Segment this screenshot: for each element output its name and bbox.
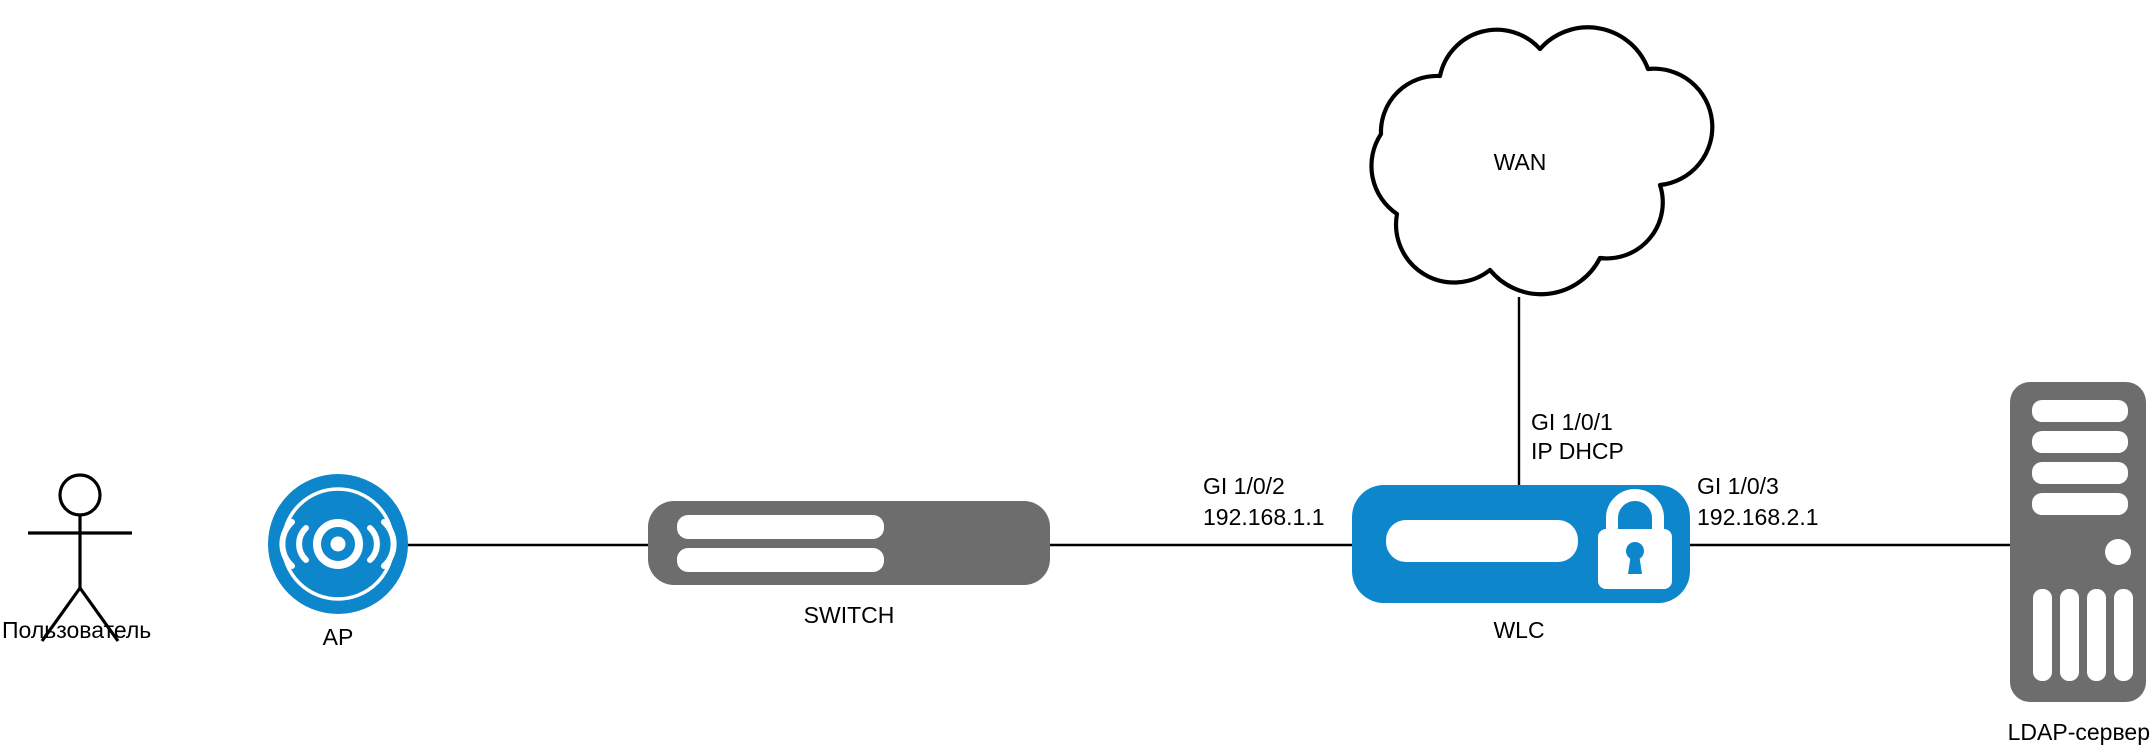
lock-icon: [1598, 489, 1672, 589]
node-switch[interactable]: SWITCH: [648, 501, 1050, 628]
node-label-wlc: WLC: [1493, 617, 1544, 643]
connection-lines: [405, 297, 2018, 547]
server-tower-icon: [2010, 382, 2146, 702]
wireless-lan-controller-icon: [1352, 485, 1690, 603]
port-label-wan-uplink: GI 1/0/1 IP DHCP: [1531, 409, 1624, 464]
switch-icon: [648, 501, 1050, 585]
port-label-ldap-side: GI 1/0/3 192.168.2.1: [1697, 473, 1819, 530]
port-labels: GI 1/0/1 IP DHCP GI 1/0/2 192.168.1.1 GI…: [1203, 409, 1819, 530]
port-label-switch-side: GI 1/0/2 192.168.1.1: [1203, 473, 1325, 530]
node-label-ldap-server: LDAP-сервер: [2008, 719, 2150, 745]
node-ldap-server[interactable]: LDAP-сервер: [2008, 382, 2150, 745]
port-label-switch-interface: GI 1/0/2: [1203, 473, 1285, 499]
node-ap[interactable]: AP: [268, 474, 408, 650]
port-label-wan-interface: GI 1/0/1: [1531, 409, 1613, 435]
wireless-access-point-icon: [268, 474, 408, 614]
node-label-user: Пользователь: [2, 617, 151, 643]
stick-figure-icon: [28, 473, 132, 642]
node-wlc[interactable]: WLC: [1352, 485, 1690, 643]
node-user[interactable]: Пользователь: [2, 473, 151, 643]
port-label-ldap-address: 192.168.2.1: [1697, 504, 1819, 530]
node-wan[interactable]: WAN: [1369, 25, 1715, 297]
node-label-switch: SWITCH: [804, 602, 895, 628]
port-label-switch-address: 192.168.1.1: [1203, 504, 1325, 530]
node-label-ap: AP: [323, 624, 354, 650]
cloud-icon: [1369, 25, 1715, 297]
port-label-wan-address: IP DHCP: [1531, 438, 1624, 464]
port-label-ldap-interface: GI 1/0/3: [1697, 473, 1779, 499]
node-label-wan: WAN: [1494, 149, 1547, 175]
